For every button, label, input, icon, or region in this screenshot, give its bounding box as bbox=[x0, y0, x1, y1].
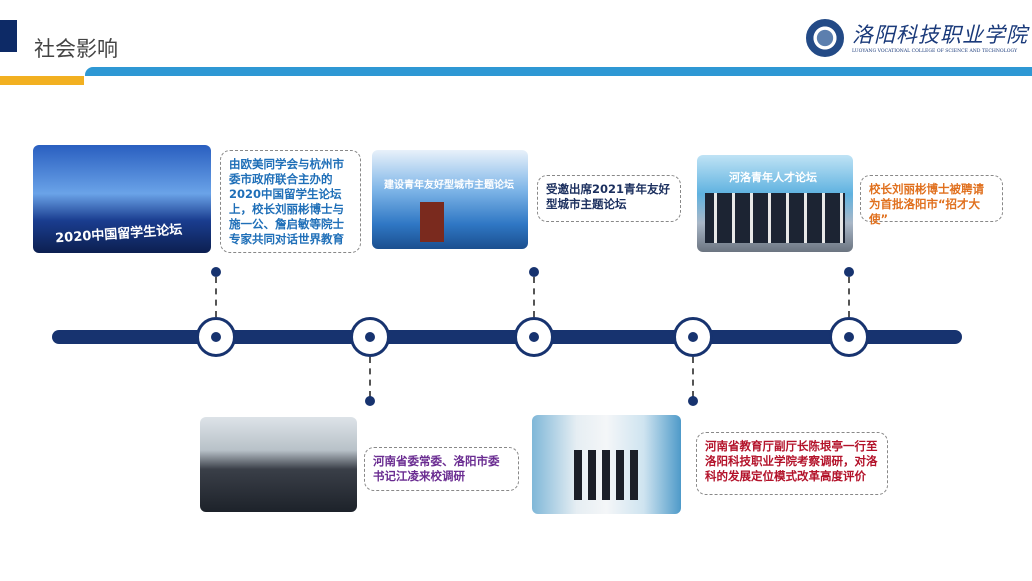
podium bbox=[420, 202, 444, 242]
connector-line bbox=[848, 277, 850, 317]
event-text-3: 受邀出席2021青年友好型城市主题论坛 bbox=[537, 175, 681, 222]
timeline-node-4 bbox=[673, 317, 713, 357]
photo-caption: 建设青年友好型城市主题论坛 bbox=[384, 180, 514, 191]
group-people bbox=[705, 193, 845, 243]
event-text-2: 河南省委常委、洛阳市委书记江凌来校调研 bbox=[364, 447, 519, 491]
connector-line bbox=[369, 357, 371, 397]
event-photo-forum: 2020中国留学生论坛 bbox=[33, 145, 211, 253]
connector-dot bbox=[844, 267, 854, 277]
event-text-1: 由欧美同学会与杭州市委市政府联合主办的2020中国留学生论坛上，校长刘丽彬博士与… bbox=[220, 150, 361, 253]
event-photo-inspection-visit bbox=[200, 417, 357, 512]
connector-dot bbox=[529, 267, 539, 277]
timeline-node-2 bbox=[350, 317, 390, 357]
timeline-bar bbox=[52, 330, 962, 344]
connector-dot bbox=[688, 396, 698, 406]
event-photo-talent-forum: 河洛青年人才论坛 bbox=[697, 155, 853, 252]
logo-english: LUOYANG VOCATIONAL COLLEGE OF SCIENCE AN… bbox=[852, 49, 1018, 54]
connector-dot bbox=[211, 267, 221, 277]
connector-dot bbox=[365, 396, 375, 406]
connector-line bbox=[692, 357, 694, 397]
connector-line bbox=[215, 277, 217, 317]
header-accent-block bbox=[0, 20, 17, 52]
logo-chinese: 洛阳科技职业学院 bbox=[852, 23, 1028, 47]
group-people bbox=[574, 450, 644, 500]
event-text-5: 校长刘丽彬博士被聘请为首批洛阳市“招才大使” bbox=[860, 175, 1003, 226]
college-logo: 洛阳科技职业学院 LUOYANG VOCATIONAL COLLEGE OF S… bbox=[806, 19, 1031, 59]
header-stripe-blue bbox=[85, 67, 1032, 76]
event-photo-youth-city-forum: 建设青年友好型城市主题论坛 bbox=[372, 150, 528, 249]
event-text-4: 河南省教育厅副厅长陈垠亭一行至洛阳科技职业学院考察调研，对洛科的发展定位模式改革… bbox=[696, 432, 888, 495]
photo-caption: 2020中国留学生论坛 bbox=[54, 222, 183, 247]
timeline-node-3 bbox=[514, 317, 554, 357]
college-seal-icon bbox=[806, 19, 844, 57]
timeline-node-1 bbox=[196, 317, 236, 357]
connector-line bbox=[533, 277, 535, 317]
event-photo-education-dept-visit bbox=[532, 415, 681, 514]
header-stripe-yellow bbox=[0, 76, 84, 85]
timeline-node-5 bbox=[829, 317, 869, 357]
page-title: 社会影响 bbox=[34, 37, 118, 61]
photo-caption: 河洛青年人才论坛 bbox=[729, 171, 817, 184]
